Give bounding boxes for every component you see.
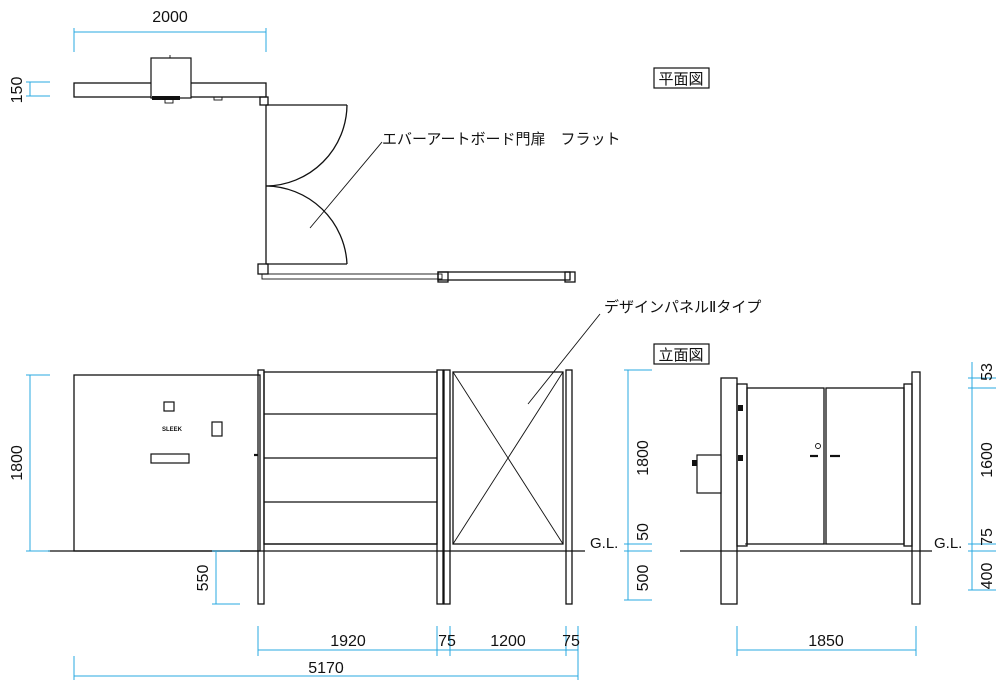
plan-post-box — [150, 57, 192, 99]
panel-leader — [527, 313, 601, 405]
dim-side-top: 53 — [979, 363, 996, 381]
gate-post — [565, 369, 573, 605]
door-swing-arc — [265, 104, 348, 187]
gate-post — [257, 369, 265, 605]
plan-gate-post — [257, 263, 269, 275]
dim-plan-depth: 150 — [9, 77, 26, 104]
dim-post-depth: 550 — [195, 565, 212, 592]
dim-panel-width: 1200 — [490, 633, 526, 650]
front-elevation: G.L. SLEEK 1800 550 デザインパネルⅡ — [9, 298, 761, 680]
plan-rail — [261, 273, 443, 280]
dim-panel-gap: 50 — [635, 523, 652, 541]
plan-gate-post — [259, 96, 269, 106]
side-mailbox — [696, 454, 722, 494]
door-leader — [309, 141, 383, 229]
dim-side-height: 1600 — [979, 442, 996, 478]
intercom-icon — [211, 421, 223, 437]
lock-icon — [815, 443, 821, 449]
dim-side-gap: 75 — [979, 528, 996, 546]
gate-post-right — [911, 371, 921, 605]
dim-panel-height: 1800 — [635, 440, 652, 476]
dim-post2: 75 — [562, 633, 580, 650]
plan-view-title: 平面図 — [658, 71, 703, 88]
dim-door-width: 1920 — [330, 633, 366, 650]
dim-total-width: 5170 — [308, 660, 344, 677]
nameplate: SLEEK — [162, 427, 183, 433]
gl-label-left: G.L. — [590, 535, 618, 552]
mail-slot — [150, 453, 190, 464]
gate-leaf-left — [746, 387, 825, 545]
wall-elevation — [73, 374, 261, 552]
plan-view: 2000 150 エバーアートボード門扉 フラット 平面図 — [9, 9, 710, 283]
gate-post — [436, 369, 444, 605]
dim-panel-post-depth: 500 — [635, 565, 652, 592]
door-swing-arc — [265, 185, 348, 265]
dim-side-post-depth: 400 — [979, 563, 996, 590]
panel-label: デザインパネルⅡタイプ — [604, 298, 761, 316]
gl-label-right: G.L. — [934, 535, 962, 552]
dim-post1: 75 — [438, 633, 456, 650]
gate-leaf-right — [825, 387, 905, 545]
gate-post — [443, 369, 451, 605]
design-panel — [452, 371, 564, 545]
door-label: エバーアートボード門扉 フラット — [382, 131, 621, 148]
dim-plan-width: 2000 — [152, 9, 188, 26]
gate-elevation: G.L. 53 1600 75 400 1850 — [680, 362, 996, 656]
plan-panel — [437, 271, 571, 281]
elevation-view-title: 立面図 — [658, 347, 703, 364]
gate-post-left — [720, 377, 738, 605]
dim-side-width: 1850 — [808, 633, 844, 650]
dim-wall-height: 1800 — [9, 445, 26, 481]
